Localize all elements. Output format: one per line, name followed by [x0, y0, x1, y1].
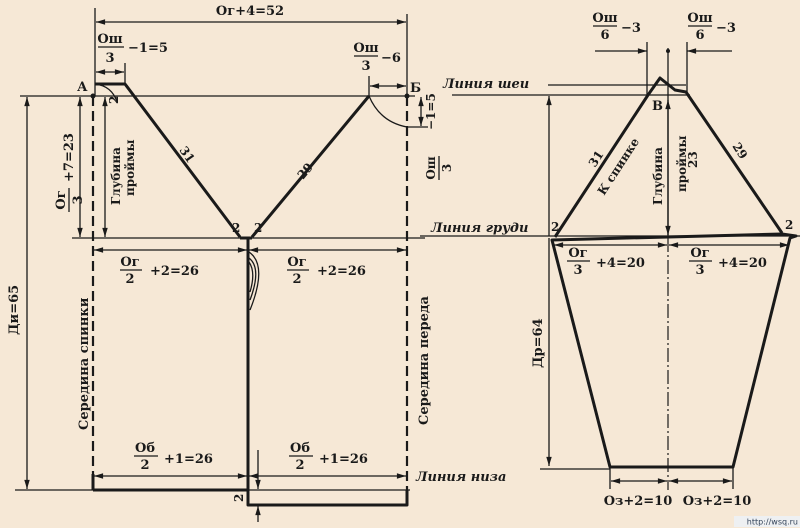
front-hem [246, 490, 409, 507]
hip-front-den: 2 [295, 458, 304, 473]
hem-extension-label: 2 [232, 494, 246, 502]
bust-front-den: 2 [292, 272, 301, 287]
hip-front-num: Об [290, 441, 310, 456]
width-left-num: Oг [568, 246, 587, 261]
front-neck-curve [368, 95, 408, 128]
neck-right-suffix: −3 [716, 21, 736, 36]
sleeve-length-label: Др=64 [531, 318, 546, 368]
sleeve-armhole-value: 23 [686, 151, 700, 168]
neck-right-den: 6 [695, 28, 704, 43]
armhole-formula-suffix: +7=23 [62, 133, 77, 182]
sleeve-mark-left: 2 [551, 220, 559, 234]
neck-front-den: 3 [361, 59, 370, 74]
neck-front-depth-suffix: −1=5 [424, 93, 438, 130]
neck-line-label: Линия шеи [442, 77, 529, 92]
back-shoulder-length: 31 [177, 144, 198, 166]
neck-right-num: Ош [687, 11, 712, 26]
bust-front-num: Oг [287, 255, 306, 270]
hip-back-num: Об [135, 441, 155, 456]
point-a-label: А [77, 80, 88, 95]
neck-front-suffix: −6 [381, 51, 401, 66]
bust-back-suffix: +2=26 [150, 264, 199, 279]
back-shoulder-edge [95, 82, 242, 238]
width-right-suffix: +4=20 [718, 256, 767, 271]
hip-front-suffix: +1=26 [319, 452, 368, 467]
hip-back-den: 2 [140, 458, 149, 473]
neck-left-suffix: −3 [621, 21, 641, 36]
sleeve-armhole-depth: проймы [675, 135, 689, 192]
width-left-den: 3 [573, 263, 582, 278]
bust-back-den: 2 [125, 272, 134, 287]
bust-mark-left: 2 [232, 221, 240, 235]
back-center-label: Середина спинки [77, 297, 92, 430]
point-v-label: В [652, 99, 663, 114]
sleeve-armhole-depth: Глубина [651, 147, 665, 205]
bust-mark-right: 2 [254, 221, 262, 235]
neck-front-depth-den: 3 [440, 164, 454, 172]
front-center-label: Середина переда [417, 295, 432, 425]
neck-front-depth-num: Ош [424, 156, 438, 179]
watermark: http://wsq.ru [747, 518, 798, 527]
armhole-depth-label: проймы [123, 139, 137, 196]
neck-back-den: 3 [105, 51, 114, 66]
width-right-den: 3 [695, 263, 704, 278]
hip-back-suffix: +1=26 [164, 452, 213, 467]
cuff-left-label: Oз+2=10 [604, 494, 673, 509]
bust-line-label: Линия груди [430, 221, 528, 236]
neck-back-suffix: −1=5 [128, 41, 168, 56]
bust-front-suffix: +2=26 [317, 264, 366, 279]
front-shoulder-edge [250, 95, 371, 238]
width-left-suffix: +4=20 [596, 256, 645, 271]
neck-back-num: Ош [97, 32, 122, 47]
length-label: Ди=65 [7, 285, 22, 335]
width-right-num: Oг [690, 246, 709, 261]
hem-line-label: Линия низа [415, 470, 506, 485]
point-b-label: Б [410, 81, 421, 96]
sleeve-mark-right: 2 [785, 218, 793, 232]
armhole-formula-num: Oг [54, 190, 69, 209]
cuff-right-label: Oз+2=10 [683, 494, 752, 509]
top-width-label: Oг+4=52 [216, 4, 284, 19]
watermark-box [734, 516, 800, 527]
bust-back-num: Oг [120, 255, 139, 270]
armhole-formula-den: 3 [71, 195, 86, 204]
neck-left-num: Ош [592, 11, 617, 26]
armhole-depth-label: Глубина [109, 147, 123, 205]
side-curve [248, 251, 260, 311]
neck-front-num: Ош [353, 41, 378, 56]
sleeve-cap [553, 76, 784, 238]
back-neck-curve [94, 83, 118, 103]
back-edge-length: 31 [586, 148, 607, 170]
neck-left-den: 6 [600, 28, 609, 43]
neck-curve-mark: 2 [107, 96, 121, 104]
bodice-pattern: Oг+4=52 Ош 3 −1=5 Ош 3 −6 Б −1=5 Ош 3 А … [7, 4, 528, 522]
sleeve-pattern: Линия шеи Ош 6 −3 Ош 6 −3 В 31 К спинке … [420, 11, 800, 509]
